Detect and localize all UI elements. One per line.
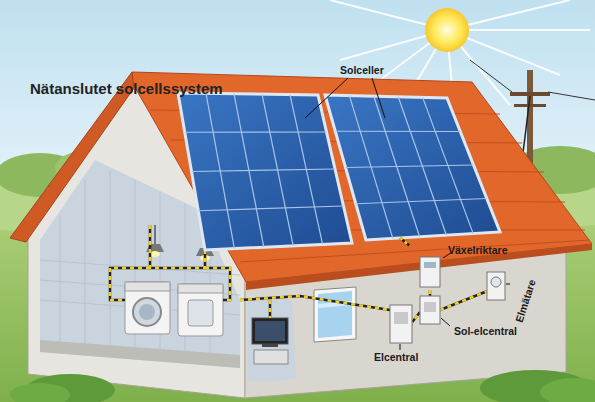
leader-lines [441,318,450,326]
part-label: Växelriktare [446,244,510,256]
interior-cutaway [110,170,111,358]
roof [10,72,592,290]
solar-distribution-board [420,296,440,324]
interior-cutaway [85,180,86,356]
lamps [150,251,160,257]
roof [246,244,592,290]
tv-cutaway [248,295,296,381]
wiring [110,268,150,300]
solar-panel [325,95,500,240]
dryer [188,300,213,326]
leader-lines [305,78,348,118]
panel-cable [400,238,410,246]
distribution-board [394,312,408,324]
wiring [150,225,205,268]
leader-lines [506,284,510,285]
solar-panel [346,165,474,168]
wiring [269,300,272,318]
washing-machine [133,298,161,326]
part-label: Elcentral [372,351,420,363]
wiring [429,290,432,296]
tv-cutaway [248,295,296,381]
tv-cutaway [252,318,288,344]
wiring [440,290,490,310]
diagram-title: Nätanslutet solcellssystem [30,80,223,97]
sun [425,8,469,52]
roof [132,72,592,282]
solar-panel [335,96,487,239]
wiring [110,268,150,300]
solar-panel [325,95,500,240]
panel-cable [400,238,410,246]
inverter [420,257,440,287]
solar-distribution-board [424,302,436,312]
washing-machine [125,282,170,334]
wiring [205,268,230,300]
leader-lines [372,78,385,118]
wiring [440,290,490,310]
bushes [540,378,595,402]
electricity-meter [491,277,501,287]
tv-cutaway [254,350,288,364]
electricity-meter [487,272,505,300]
tv-cutaway [262,344,278,347]
interior-cutaway [160,192,161,362]
dryer [178,284,223,336]
interior-cutaway [60,215,61,354]
window [314,287,356,342]
wiring [240,296,390,310]
wiring [240,296,390,310]
panel-cable [400,238,410,246]
dryer [178,284,223,336]
bushes [10,370,595,402]
lamps [154,225,156,244]
power-pole [548,92,595,100]
roof [10,72,134,242]
bushes [10,383,70,402]
washing-machine [125,282,170,291]
distribution-board [390,305,412,343]
solar-panel [356,199,487,204]
solar-panel [178,93,352,250]
window [318,291,352,338]
solar-panel [178,93,352,250]
leader-lines [400,344,401,350]
lamps [146,244,164,252]
electricity-meter [487,272,505,300]
distribution-board [390,305,412,343]
leader-lines [305,78,510,350]
solar-panel [185,131,327,132]
part-label: Sol-elcentral [452,325,519,337]
power-pole [510,92,550,96]
solar-panel [185,93,344,248]
window [314,287,356,342]
inverter [424,262,436,268]
inverter [420,257,440,287]
solar-panel [198,206,343,211]
part-label: Solceller [338,64,386,76]
solar-panel [335,131,460,132]
wiring [150,225,205,268]
solar-distribution-board [420,296,440,324]
washing-machine [139,304,155,320]
washing-machine [125,282,170,334]
interior-cutaway [40,340,240,368]
solar-panel [192,169,336,172]
wiring [269,300,272,318]
wiring [205,268,230,300]
power-pole [514,104,546,107]
dryer [178,284,223,293]
wiring [429,290,432,296]
tv-cutaway [255,321,285,341]
